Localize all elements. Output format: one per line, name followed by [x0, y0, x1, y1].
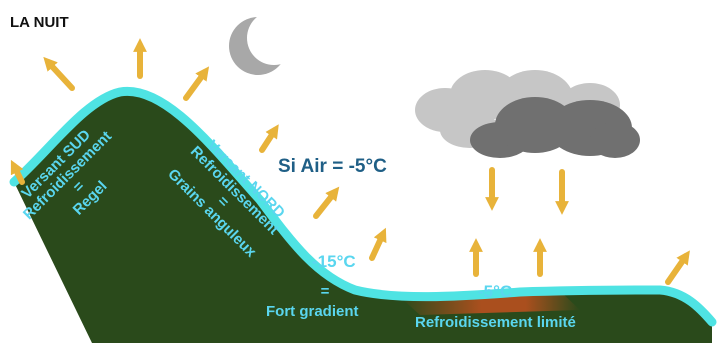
arrows-up [10, 38, 690, 285]
mountain [14, 91, 712, 343]
cold-surface-line [9, 86, 717, 327]
page-title: LA NUIT [10, 14, 69, 31]
valley-equals: = [321, 283, 330, 300]
plain-description: Refroidissement limité [415, 314, 576, 331]
plain-temperature: -5°C [478, 282, 512, 301]
air-temperature-label: Si Air = -5°C [278, 156, 387, 177]
arrow-up-icon [10, 159, 25, 185]
arrows-down [485, 167, 569, 215]
fort-gradient-label: Fort gradient [266, 303, 359, 320]
arrow-up-icon [43, 56, 75, 91]
arrow-up-icon [183, 66, 210, 101]
arrow-up-icon [369, 227, 387, 261]
arrow-up-icon [665, 250, 690, 285]
arrow-up-icon [259, 124, 279, 153]
moon-icon [229, 11, 301, 75]
cloud-icon [415, 70, 640, 158]
valley-temperature: -15°C [312, 252, 356, 271]
arrow-up-icon [313, 186, 340, 219]
